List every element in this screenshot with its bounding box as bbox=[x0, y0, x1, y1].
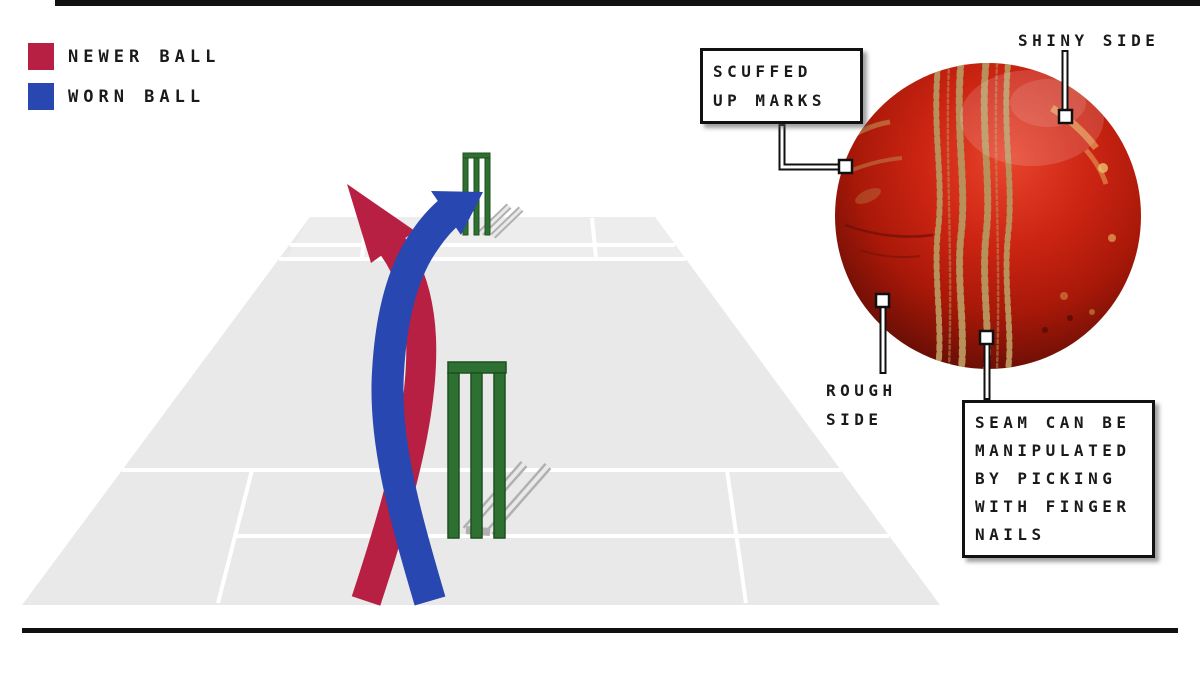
near-stumps-group bbox=[447, 361, 552, 539]
shiny-side-pointer-endpoint bbox=[1057, 108, 1074, 125]
scuffed-marks-pointer bbox=[778, 124, 840, 171]
far-return-crease-right bbox=[590, 217, 598, 259]
seam-callout-line: WITH FINGER bbox=[975, 497, 1131, 516]
rough-side-label: ROUGH SIDE bbox=[826, 376, 897, 434]
cricket-ball bbox=[835, 63, 1141, 369]
scuffed-marks-pointer-core bbox=[780, 126, 838, 169]
scuffed-marks-line: UP MARKS bbox=[713, 91, 827, 110]
rough-side-line: SIDE bbox=[826, 410, 883, 429]
seam-callout-box: SEAM CAN BE MANIPULATED BY PICKING WITH … bbox=[962, 400, 1155, 558]
top-divider-rule bbox=[55, 0, 1200, 6]
seam-callout-line: NAILS bbox=[975, 525, 1046, 544]
worn-ball-swing-path bbox=[371, 196, 464, 606]
far-stump bbox=[484, 157, 491, 236]
scuffed-marks-pointer-endpoint bbox=[837, 158, 854, 175]
legend-item-worn-ball: WORN BALL bbox=[28, 83, 205, 110]
far-bails bbox=[462, 152, 491, 159]
near-stump bbox=[470, 372, 483, 539]
newer-ball-arrowhead bbox=[347, 184, 415, 263]
worn-ball-label: WORN BALL bbox=[68, 86, 206, 107]
near-return-crease-right bbox=[725, 469, 748, 604]
worn-ball-color-swatch bbox=[28, 83, 54, 110]
seam-pointer-endpoint bbox=[978, 329, 995, 346]
near-stump bbox=[447, 372, 460, 539]
crease-lines bbox=[122, 217, 889, 604]
ball-seam bbox=[933, 63, 1013, 369]
worn-ball-arrowhead bbox=[431, 191, 483, 235]
shiny-side-label: SHINY SIDE bbox=[1018, 31, 1160, 50]
near-stumps bbox=[447, 361, 507, 539]
bottom-divider-rule bbox=[22, 628, 1178, 633]
ball-highlight bbox=[1010, 79, 1086, 127]
newer-ball-color-swatch bbox=[28, 43, 54, 70]
seam-callout-line: BY PICKING bbox=[975, 469, 1117, 488]
scuffed-marks-line: SCUFFED bbox=[713, 62, 812, 81]
annotation-pointers bbox=[778, 50, 1074, 400]
seam-callout-line: SEAM CAN BE bbox=[975, 413, 1131, 432]
rough-side-pointer-endpoint bbox=[874, 292, 891, 309]
near-return-crease-left bbox=[216, 469, 254, 604]
scuffed-marks-callout-box: SCUFFED UP MARKS bbox=[700, 48, 863, 124]
worn-ball-trajectory bbox=[371, 191, 483, 606]
newer-ball-label: NEWER BALL bbox=[68, 46, 221, 67]
rough-side-line: ROUGH bbox=[826, 381, 897, 400]
shiny-marks bbox=[1042, 105, 1116, 333]
legend-item-newer-ball: NEWER BALL bbox=[28, 43, 220, 70]
seam-callout-line: MANIPULATED bbox=[975, 441, 1131, 460]
near-stump bbox=[493, 372, 506, 539]
near-bails bbox=[447, 361, 507, 374]
